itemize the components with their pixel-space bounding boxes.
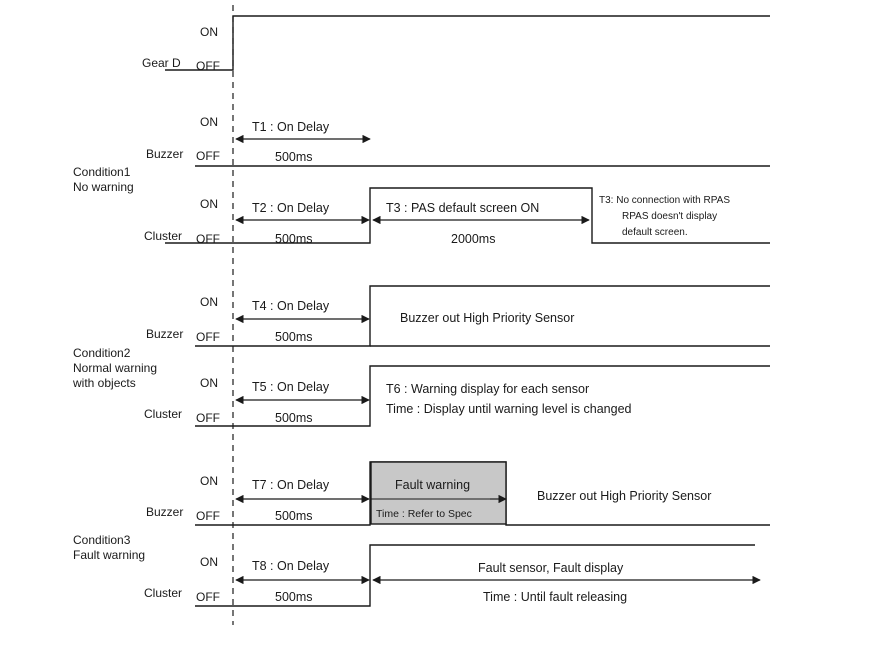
c2-cluster-waveform (195, 365, 770, 427)
c2-buzzer-waveform (195, 285, 770, 347)
fault-display-line1: Fault sensor, Fault display (478, 561, 624, 575)
t4-label: T4 : On Delay (252, 299, 330, 313)
c2-buzzer-off-label: OFF (196, 330, 220, 344)
t3-note-line3: default screen. (622, 227, 688, 238)
c2-cluster-on-label: ON (200, 376, 218, 390)
c1-cluster-label: Cluster (144, 229, 182, 243)
t5-label: T5 : On Delay (252, 380, 330, 394)
c2-cluster-label: Cluster (144, 407, 182, 421)
t8-duration: 500ms (275, 590, 313, 604)
c2-buzzer-label: Buzzer (146, 327, 183, 341)
c3-buzzer-off-label: OFF (196, 509, 220, 523)
c1-buzzer-off-label: OFF (196, 149, 220, 163)
t2-label: T2 : On Delay (252, 201, 330, 215)
condition3-line1: Condition3 (73, 533, 131, 547)
t7-label: T7 : On Delay (252, 478, 330, 492)
c3-cluster-off-label: OFF (196, 590, 220, 604)
c1-cluster-off-label: OFF (196, 232, 220, 246)
fault-box-title: Fault warning (395, 478, 470, 492)
t3-duration: 2000ms (451, 232, 495, 246)
fault-display-line2: Time : Until fault releasing (483, 590, 627, 604)
gear-d-waveform (165, 15, 770, 71)
gear-d-off-label: OFF (196, 59, 220, 73)
condition1-line2: No warning (73, 180, 134, 194)
c2-cluster-off-label: OFF (196, 411, 220, 425)
t3-note-line1: T3: No connection with RPAS (599, 195, 730, 206)
t1-duration: 500ms (275, 150, 313, 164)
condition3-line2: Fault warning (73, 548, 145, 562)
c3-buzzer-on-label: ON (200, 474, 218, 488)
fault-warning-box (370, 461, 507, 525)
t6-line1: T6 : Warning display for each sensor (386, 382, 589, 396)
c1-cluster-on-label: ON (200, 197, 218, 211)
t7-duration: 500ms (275, 509, 313, 523)
t6-line2: Time : Display until warning level is ch… (386, 402, 632, 416)
gear-d-on-label: ON (200, 25, 218, 39)
condition2-line2: Normal warning (73, 361, 157, 375)
t8-label: T8 : On Delay (252, 559, 330, 573)
c3-cluster-waveform (195, 544, 755, 607)
gear-d-label: Gear D (142, 56, 181, 70)
c1-buzzer-on-label: ON (200, 115, 218, 129)
condition1-line1: Condition1 (73, 165, 131, 179)
t1-label: T1 : On Delay (252, 120, 330, 134)
t3-label: T3 : PAS default screen ON (386, 201, 539, 215)
fault-box-time: Time : Refer to Spec (376, 508, 472, 520)
c2-buzzer-on-label: ON (200, 295, 218, 309)
c3-buzzer-label: Buzzer (146, 505, 183, 519)
c3-cluster-label: Cluster (144, 586, 182, 600)
t5-duration: 500ms (275, 411, 313, 425)
condition2-line3: with objects (72, 376, 136, 390)
c3-buzzer-out-label: Buzzer out High Priority Sensor (537, 489, 711, 503)
c2-buzzer-out-label: Buzzer out High Priority Sensor (400, 311, 574, 325)
c1-buzzer-label: Buzzer (146, 147, 183, 161)
c1-cluster-waveform (165, 187, 770, 244)
condition2-line1: Condition2 (73, 346, 131, 360)
t4-duration: 500ms (275, 330, 313, 344)
t3-note-line2: RPAS doesn't display (622, 211, 717, 222)
c3-cluster-on-label: ON (200, 555, 218, 569)
t2-duration: 500ms (275, 232, 313, 246)
